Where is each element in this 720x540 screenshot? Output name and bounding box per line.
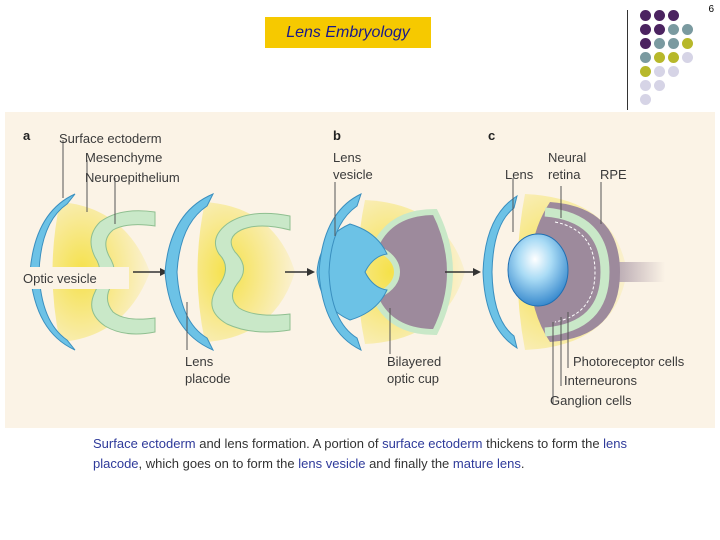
label-lens-placode-2: placode xyxy=(185,371,231,386)
lens-c xyxy=(507,233,569,307)
decor-dot xyxy=(654,66,665,77)
decor-dot xyxy=(640,38,651,49)
label-optic-vesicle: Optic vesicle xyxy=(23,271,97,286)
label-neural-retina-2: retina xyxy=(548,167,581,182)
label-ganglion-cells: Ganglion cells xyxy=(550,393,632,408)
caption-term-surface-ectoderm-2: surface ectoderm xyxy=(382,436,483,451)
label-bilayered-1: Bilayered xyxy=(387,354,441,369)
decor-dot xyxy=(640,10,651,21)
panel-label-b: b xyxy=(333,128,341,143)
leader-lines xyxy=(62,140,602,404)
decor-dot xyxy=(654,24,665,35)
slide-title: Lens Embryology xyxy=(265,17,431,48)
panel-label-a: a xyxy=(23,128,31,143)
decor-dot xyxy=(654,38,665,49)
neural-retina-c xyxy=(544,207,610,337)
slide-title-text: Lens Embryology xyxy=(286,23,410,41)
label-lens-vesicle-1: Lens xyxy=(333,150,362,165)
decor-dot xyxy=(654,52,665,63)
label-rpe: RPE xyxy=(600,167,627,182)
decor-dot xyxy=(654,80,665,91)
surface-ectoderm-b xyxy=(318,193,362,351)
label-mesenchyme: Mesenchyme xyxy=(85,150,162,165)
label-interneurons: Interneurons xyxy=(564,373,637,388)
figure-drawing: a b c Surface ectoderm Mesenchyme Neuroe… xyxy=(19,128,685,408)
caption-term-lens-placode: lens placode xyxy=(93,436,628,471)
stage-lens-placode xyxy=(164,193,295,351)
caption-text: and lens formation. A portion of xyxy=(195,436,383,451)
caption-text: . xyxy=(520,456,525,471)
arrowhead-a2-b xyxy=(307,268,315,276)
decor-dot xyxy=(682,38,693,49)
label-lens-vesicle-2: vesicle xyxy=(333,167,373,182)
neuroepithelium-a2 xyxy=(211,212,291,333)
surface-ectoderm-a1 xyxy=(29,193,76,351)
page-number: 6 xyxy=(708,4,714,15)
decor-dot xyxy=(668,24,679,35)
caption-text: , which goes on to form the xyxy=(138,456,299,471)
decor-dot xyxy=(654,10,665,21)
caption-term-surface-ectoderm: Surface ectoderm xyxy=(93,436,196,451)
caption-text: thickens to form the xyxy=(482,436,604,451)
decor-dot xyxy=(668,52,679,63)
decor-dot xyxy=(682,52,693,63)
decor-dot xyxy=(640,66,651,77)
surface-ectoderm-a2 xyxy=(164,193,215,351)
decor-dot xyxy=(640,52,651,63)
lens-embryology-figure: a b c Surface ectoderm Mesenchyme Neuroe… xyxy=(5,112,715,428)
decor-dot xyxy=(668,66,679,77)
decor-dot xyxy=(682,24,693,35)
decor-divider xyxy=(627,10,628,110)
caption-text: and finally the xyxy=(365,456,453,471)
arrowhead-a1-a2 xyxy=(160,268,168,276)
lens-vesicle-b xyxy=(316,223,388,321)
stage-optic-cup xyxy=(316,193,465,351)
decor-dot xyxy=(668,38,679,49)
caption-term-mature-lens: mature lens xyxy=(452,456,521,471)
decor-dot xyxy=(668,10,679,21)
label-neural-retina-1: Neural xyxy=(548,150,586,165)
panel-label-c: c xyxy=(488,128,495,143)
surface-ectoderm-c xyxy=(482,194,518,350)
label-lens-placode-1: Lens xyxy=(185,354,214,369)
stage-mature-eye xyxy=(482,194,665,350)
label-lens: Lens xyxy=(505,167,534,182)
decor-dot xyxy=(640,24,651,35)
label-photoreceptor-cells: Photoreceptor cells xyxy=(573,354,685,369)
arrowhead-b-c xyxy=(473,268,481,276)
figure-caption: Surface ectoderm and lens formation. A p… xyxy=(93,434,653,474)
label-surface-ectoderm: Surface ectoderm xyxy=(59,131,162,146)
label-bilayered-2: optic cup xyxy=(387,371,439,386)
label-neuroepithelium: Neuroepithelium xyxy=(85,170,180,185)
optic-vesicle-label-bg xyxy=(19,267,129,289)
caption-term-lens-vesicle: lens vesicle xyxy=(298,456,366,471)
decor-dot xyxy=(640,94,651,105)
neuroepithelium-a1 xyxy=(90,210,156,335)
photoreceptor-layer-c xyxy=(554,221,596,323)
decor-dot xyxy=(640,80,651,91)
